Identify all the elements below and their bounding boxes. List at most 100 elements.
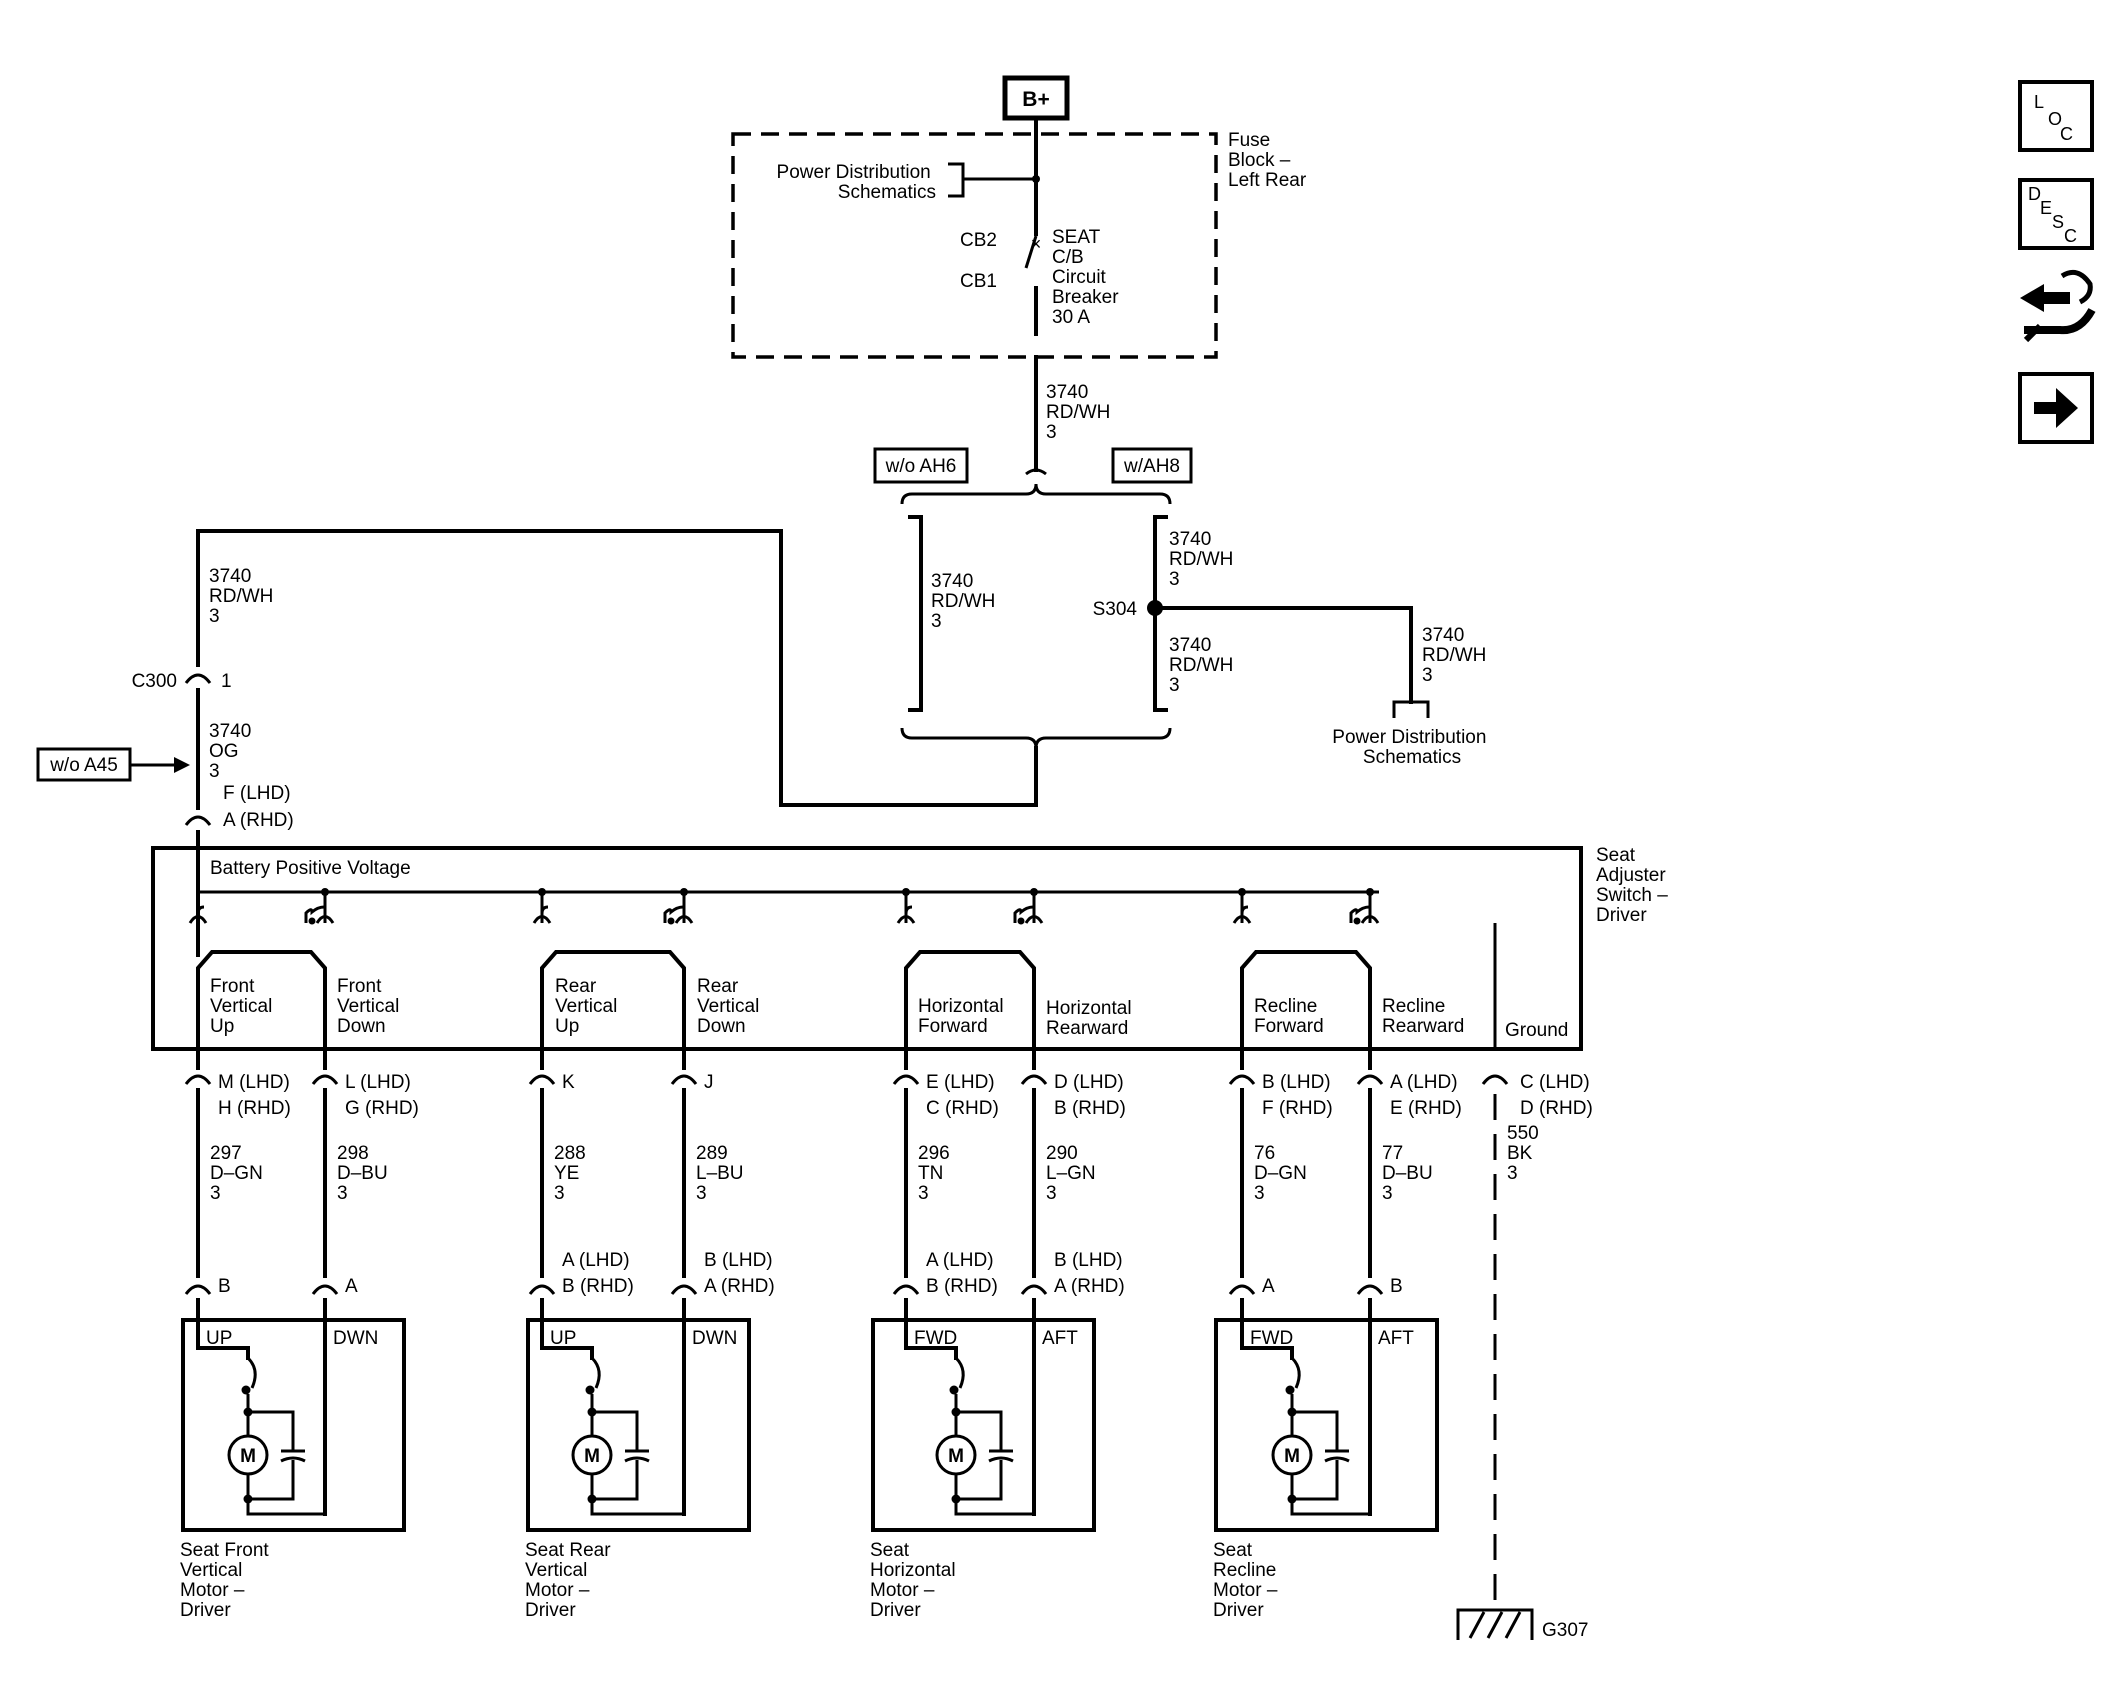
connector-icon[interactable]	[2020, 269, 2096, 343]
switch-pin-label: K	[562, 1072, 575, 1093]
motor-pin-label: B (LHD)A (RHD)	[704, 1250, 775, 1297]
motor-symbol	[935, 1434, 977, 1476]
ground-symbol	[1456, 1608, 1534, 1640]
switch-connector	[670, 1074, 698, 1085]
motor-pin-label: B	[218, 1276, 231, 1297]
motor-left-terminal: UP	[550, 1328, 576, 1349]
pd-branch-label: Power Distribution Schematics	[1332, 727, 1491, 768]
power-distribution-label: Power Distribution Schematics	[777, 162, 936, 203]
motor-connector	[1228, 1284, 1256, 1295]
motor-symbol-label: M	[240, 1446, 256, 1467]
switch-pin-label: L (LHD)G (RHD)	[345, 1072, 419, 1119]
switch-pin-label: J	[704, 1072, 714, 1093]
pd-branch-wire-label: 3740 RD/WH 3	[1422, 625, 1492, 686]
switch-input-pins: F (LHD) A (RHD)	[223, 783, 296, 831]
switch-contact-blade	[540, 950, 686, 1052]
switch-connector	[184, 1074, 212, 1085]
c300-pin: 1	[221, 671, 232, 692]
motor-pin-label: B	[1390, 1276, 1403, 1297]
cb2-label: CB2	[960, 230, 997, 251]
motor-connector	[184, 1284, 212, 1295]
option-wo-a45: w/o A45	[36, 747, 190, 782]
loop-wire-label: 3740 RD/WH 3	[931, 571, 1001, 632]
switch-contact-blade	[1240, 950, 1372, 1052]
loc-button[interactable]: L O C	[2018, 80, 2094, 152]
option-w-ah8: w/AH8	[1111, 447, 1193, 484]
motor-left-terminal: FWD	[914, 1328, 957, 1349]
switch-connector	[892, 1074, 920, 1085]
switch-connector	[1228, 1074, 1256, 1085]
og-wire-label: 3740 OG 3	[209, 721, 257, 782]
splice-label: S304	[1093, 599, 1138, 620]
svg-text:w/o A45: w/o A45	[49, 755, 118, 776]
switch-connector	[311, 1074, 339, 1085]
bus-tap	[540, 892, 686, 923]
ground-id: G307	[1542, 1620, 1588, 1641]
motor-connector	[1356, 1284, 1384, 1295]
motor-pin-label: A (LHD)B (RHD)	[926, 1250, 998, 1297]
motor-symbol	[227, 1434, 269, 1476]
switch-name: Seat Adjuster Switch – Driver	[1596, 845, 1673, 926]
switch-contact-blade	[196, 950, 327, 1052]
svg-text:D: D	[2028, 184, 2041, 204]
svg-text:w/o AH6: w/o AH6	[885, 456, 957, 477]
motor-left-terminal: FWD	[1250, 1328, 1293, 1349]
motor-right-terminal: AFT	[1378, 1328, 1414, 1349]
ground-pins: C (LHD) D (RHD)	[1520, 1072, 1595, 1119]
switch-connector	[1356, 1074, 1384, 1085]
switch-pin-label: B (LHD)F (RHD)	[1262, 1072, 1333, 1119]
fuse-block-label: Fuse Block – Left Rear	[1228, 130, 1307, 191]
switch-pin-label: D (LHD)B (RHD)	[1054, 1072, 1126, 1119]
motor-symbol	[571, 1434, 613, 1476]
motor-left-terminal: UP	[206, 1328, 232, 1349]
ah8-upper-wire-label: 3740 RD/WH 3	[1169, 529, 1239, 590]
motor-right-terminal: AFT	[1042, 1328, 1078, 1349]
desc-button[interactable]: D E S C	[2018, 178, 2094, 250]
next-button[interactable]	[2018, 372, 2094, 444]
ah8-lower-wire-label: 3740 RD/WH 3	[1169, 635, 1239, 696]
svg-text:C: C	[2064, 226, 2077, 246]
svg-text:w/AH8: w/AH8	[1123, 456, 1180, 477]
motor-pin-label: A	[345, 1276, 358, 1297]
svg-text:×: ×	[1031, 234, 1042, 254]
svg-text:C: C	[2060, 124, 2073, 144]
motor-pin-label: A	[1262, 1276, 1275, 1297]
motor-box	[526, 1318, 751, 1532]
seat-switch-box	[151, 846, 1583, 1051]
option-wo-ah6: w/o AH6	[873, 447, 969, 484]
switch-pin-label: E (LHD)C (RHD)	[926, 1072, 999, 1119]
switch-contact-blade	[904, 950, 1036, 1052]
motor-symbol-label: M	[1284, 1446, 1300, 1467]
fuse-block-outline	[731, 132, 1218, 359]
svg-text:L: L	[2034, 92, 2044, 112]
motor-connector	[311, 1284, 339, 1295]
bus-label: Battery Positive Voltage	[210, 858, 411, 879]
battery-box: B+	[1002, 75, 1070, 121]
svg-text:O: O	[2048, 109, 2062, 129]
motor-connector	[892, 1284, 920, 1295]
motor-box	[871, 1318, 1096, 1532]
motor-box	[181, 1318, 406, 1532]
motor-symbol-label: M	[584, 1446, 600, 1467]
motor-pin-label: B (LHD)A (RHD)	[1054, 1250, 1125, 1297]
motor-right-terminal: DWN	[692, 1328, 737, 1349]
switch-pin-label: A (LHD)E (RHD)	[1390, 1072, 1462, 1119]
feed-wire-label: 3740 RD/WH 3	[1046, 382, 1116, 443]
arrow-right-icon	[2034, 388, 2078, 428]
motor-connector	[670, 1284, 698, 1295]
